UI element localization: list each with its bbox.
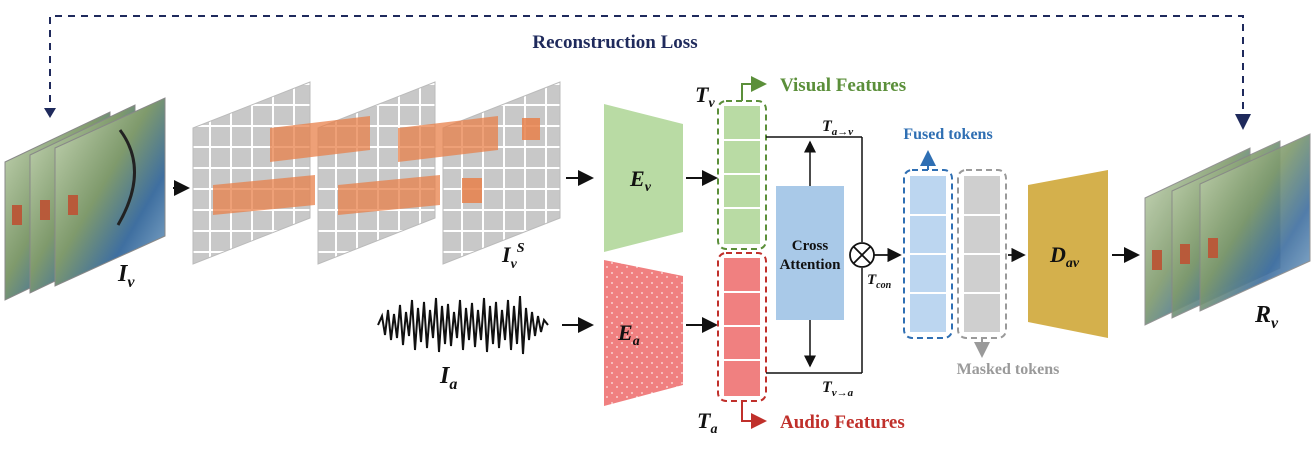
masked-patch-grids [192,81,561,265]
visual-encoder [604,104,683,252]
audio-encoder-label: Ea [617,320,640,349]
visual-features-label: Visual Features [780,75,906,96]
cross-attention-block [776,186,844,320]
visual-encoder-label: Ev [629,166,652,195]
t-con-label: Tcon [867,272,892,291]
cross-attention-label-line2: Attention [780,257,841,273]
reconstructed-video-frames [1144,133,1311,326]
decoder-label: Dav [1049,242,1080,271]
reconstruction-loss-arrow-left-head [44,108,56,118]
audio-features-label: Audio Features [780,412,905,433]
input-audio-label: Ia [439,363,457,393]
visual-features-arrow [741,76,767,101]
input-video-label: Iv [117,261,135,291]
fused-tokens [910,176,946,332]
concat-operator-icon [849,242,875,268]
cross-attention-label-line1: Cross [792,238,829,254]
reconstruction-label: Rv [1254,302,1279,332]
t-a-to-v-label: Ta→v [822,118,853,138]
visual-tokens-label: Tv [695,82,715,111]
fused-tokens-label: Fused tokens [903,126,992,143]
reconstruction-loss-arrow [49,15,1251,130]
input-video-frames [4,97,166,301]
masked-video-label: IvS [501,241,525,272]
masked-tokens [964,176,1000,332]
audio-tokens-label: Ta [697,408,717,437]
audio-tokens [724,258,760,396]
visual-tokens [724,106,760,244]
decoder [1028,170,1108,338]
audio-encoder [604,260,683,406]
audio-features-arrow [741,401,767,429]
reconstruction-loss-label: Reconstruction Loss [532,32,697,53]
t-v-to-a-label: Tv→a [822,379,854,399]
masked-tokens-label: Masked tokens [957,361,1060,378]
audio-waveform [377,295,549,355]
